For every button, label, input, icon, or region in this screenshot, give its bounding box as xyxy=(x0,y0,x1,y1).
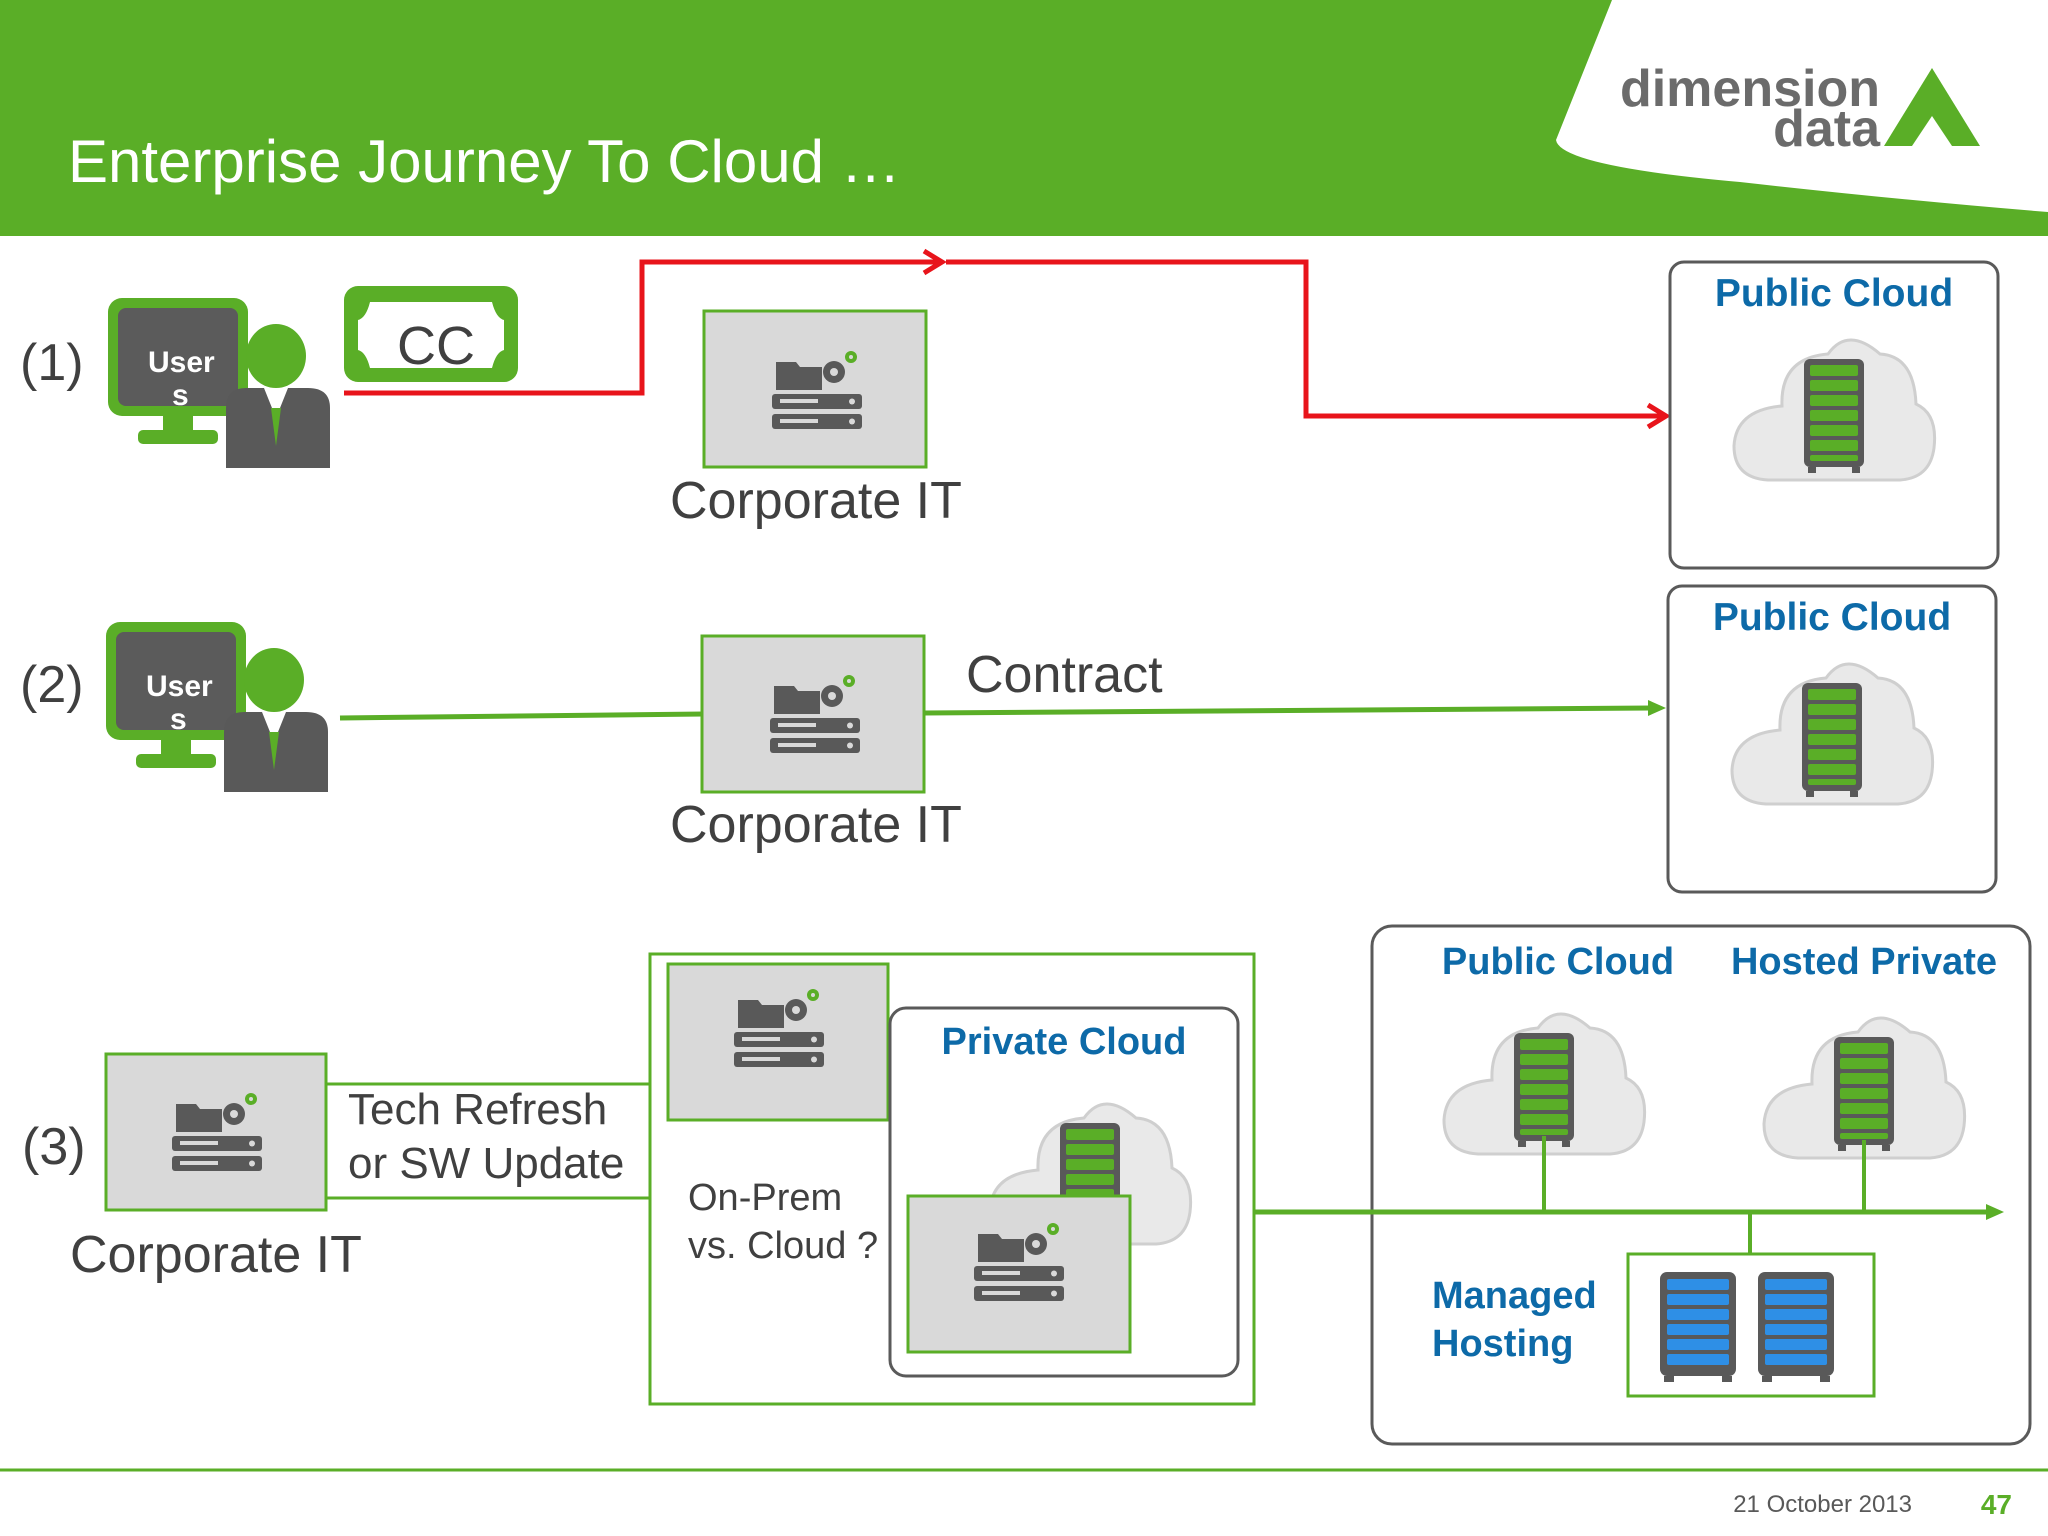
row3-green-flow xyxy=(1254,1136,2004,1254)
row2-user-label: User xyxy=(146,670,213,703)
row3-number: (3) xyxy=(22,1118,86,1176)
logo-text-dimension: dimension xyxy=(1620,60,1880,118)
logo-text-data: data xyxy=(1773,100,1881,158)
row3-managed-line2: Hosting xyxy=(1432,1323,1573,1365)
row3-public-cloud-title: Public Cloud xyxy=(1442,941,1674,983)
footer-date: 21 October 2013 xyxy=(1733,1491,1912,1518)
row1-user-label-wrap: s xyxy=(172,379,189,412)
row1-public-cloud-title: Public Cloud xyxy=(1715,272,1953,315)
slide-title: Enterprise Journey To Cloud … xyxy=(68,128,901,195)
row3-refresh-bracket xyxy=(326,1082,650,1200)
row1-user-label: User xyxy=(148,346,215,379)
row2-public-cloud-title: Public Cloud xyxy=(1713,596,1951,639)
row2-number: (2) xyxy=(20,656,84,714)
row2-corporate-it-label: Corporate IT xyxy=(670,796,962,854)
page-number: 47 xyxy=(1981,1489,2012,1520)
logo-swoosh xyxy=(1556,0,2048,212)
row1-user-icon xyxy=(108,298,330,468)
row1-cc-label: CC xyxy=(397,316,475,376)
row1-red-flow xyxy=(344,248,1671,430)
row2-green-flow xyxy=(339,700,1666,721)
row3-refresh-line1: Tech Refresh xyxy=(348,1085,607,1134)
row1-cc-badge xyxy=(344,286,518,382)
row1-number: (1) xyxy=(20,334,84,392)
row2-user-icon xyxy=(106,622,328,792)
row3-blue-rack-1-icon xyxy=(1660,1272,1736,1382)
row3-blue-rack-2-icon xyxy=(1758,1272,1834,1382)
row2-contract-label: Contract xyxy=(966,646,1163,704)
row3-refresh-line2: or SW Update xyxy=(348,1139,624,1188)
row1-corporate-it-label: Corporate IT xyxy=(670,472,962,530)
row3-decision-line1: On-Prem xyxy=(688,1177,842,1219)
row3-hosted-private-title: Hosted Private xyxy=(1731,941,1997,983)
row3-corporate-it-label: Corporate IT xyxy=(70,1226,362,1284)
logo-triangle-icon xyxy=(1884,68,1980,146)
row3-private-cloud-title: Private Cloud xyxy=(942,1021,1187,1063)
row3-decision-line2: vs. Cloud ? xyxy=(688,1225,878,1267)
row2-user-label-wrap: s xyxy=(170,703,187,736)
row3-managed-line1: Managed xyxy=(1432,1275,1597,1317)
